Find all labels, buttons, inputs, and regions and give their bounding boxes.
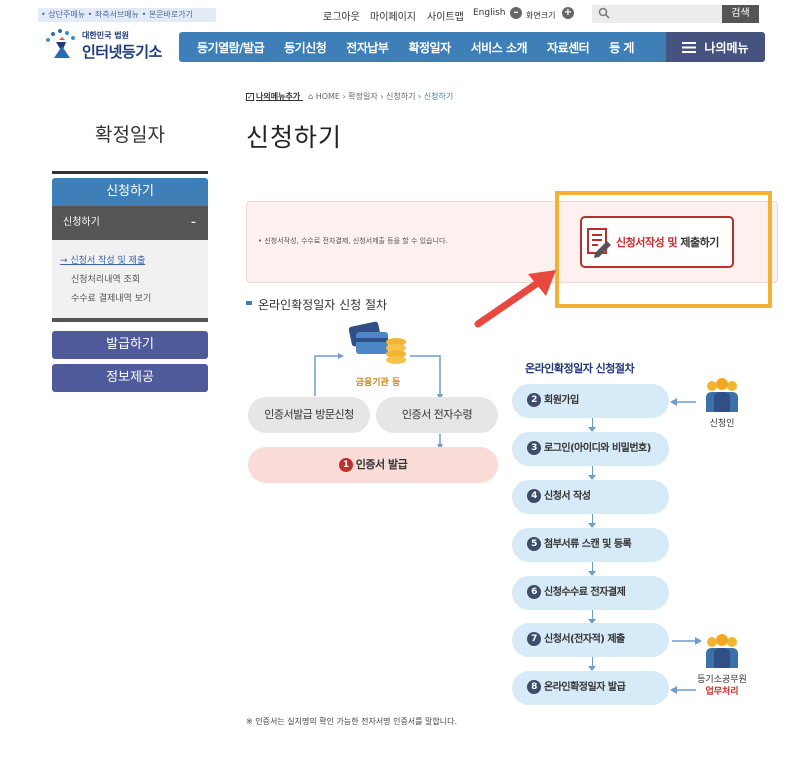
- footnote: ※ 인증서는 실지명의 확인 가능한 전자서명 인증서를 말합니다.: [246, 717, 458, 726]
- main-nav: 등기열람/발급 등기신청 전자납부 확정일자 서비스 소개 자료센터 등 게: [179, 32, 666, 62]
- step-connector: [592, 562, 593, 571]
- pointer-arrow-icon: [474, 270, 556, 328]
- step-connector: [592, 514, 593, 523]
- zoom-label: 화면크기: [526, 11, 556, 20]
- breadcrumb-level2[interactable]: 신청하기: [386, 92, 416, 101]
- breadcrumb-level1[interactable]: 확정일자: [348, 92, 378, 101]
- nav-registry-view[interactable]: 등기열람/발급: [197, 40, 265, 55]
- section-bullet: [246, 301, 252, 305]
- step-connector: [592, 418, 593, 427]
- collapse-icon[interactable]: –: [191, 217, 196, 228]
- document-pen-icon: [587, 228, 611, 258]
- section-title: 온라인확정일자 신청 절차: [258, 298, 388, 312]
- step-connector: [592, 657, 593, 666]
- breadcrumb: ✓나의메뉴추가 ⌂ HOME › 확정일자 › 신청하기 › 신청하기: [246, 92, 454, 101]
- sidebar-issue-button[interactable]: 발급하기: [52, 331, 208, 359]
- highlight-frame: [555, 191, 772, 308]
- step-connector: [592, 610, 593, 619]
- sidebar-link-history[interactable]: 신청처리내역 조회: [71, 275, 141, 285]
- mypage-link[interactable]: 마이페이지: [370, 12, 416, 23]
- nav-fixed-date[interactable]: 확정일자: [408, 40, 451, 55]
- zoom-in-icon[interactable]: +: [562, 7, 574, 19]
- nav-e-payment[interactable]: 전자납부: [346, 40, 389, 55]
- write-submit-button[interactable]: 신청서작성 및 제출하기: [580, 216, 734, 268]
- nav-service-intro[interactable]: 서비스 소개: [470, 40, 528, 55]
- home-icon: ⌂: [308, 92, 314, 101]
- sitemap-link[interactable]: 사이트맵: [427, 12, 464, 23]
- down-arrow-icon: [588, 619, 596, 624]
- breadcrumb-home[interactable]: HOME: [315, 92, 340, 101]
- sidebar-sub-apply[interactable]: 신청하기 –: [52, 206, 208, 240]
- sidebar-sublist: → 신청서 작성 및 제출 신청처리내역 조회 수수료 결제내역 보기: [52, 240, 208, 322]
- hamburger-icon: [682, 41, 697, 53]
- court-emblem-icon: [46, 29, 75, 58]
- my-menu-label: 나의메뉴: [704, 40, 749, 55]
- add-menu-link[interactable]: ✓나의메뉴추가: [246, 92, 301, 101]
- cert-flow-connectors: [314, 353, 443, 450]
- site-logo[interactable]: 대한민국 법원 인터넷등기소: [44, 28, 174, 62]
- logo-title: 인터넷등기소: [82, 43, 162, 61]
- bank-card-coins-icon: [348, 321, 406, 364]
- bank-label: 금융기관 등: [355, 378, 401, 388]
- breadcrumb-current: 신청하기: [423, 92, 454, 101]
- down-arrow-icon: [588, 666, 596, 671]
- clerk-people-icon: [706, 634, 738, 668]
- cert-electronic-receive: 인증서 전자수령: [376, 397, 498, 433]
- clerk-return-arrow-icon: [670, 686, 696, 694]
- applicant-arrow-icon: [670, 398, 696, 406]
- clerk-label: 등기소공무원: [697, 675, 747, 685]
- nav-registry-apply[interactable]: 등기신청: [284, 40, 327, 55]
- clerk-task-label: 업무처리: [705, 687, 739, 697]
- page-title: 신청하기: [246, 123, 343, 152]
- logout-link[interactable]: 로그아웃: [323, 12, 360, 23]
- english-link[interactable]: English: [473, 8, 506, 18]
- cert-visit-apply: 인증서발급 방문신청: [248, 397, 370, 433]
- down-arrow-icon: [588, 427, 596, 432]
- my-menu-button[interactable]: 나의메뉴: [666, 32, 765, 62]
- sidebar-section-apply[interactable]: 신청하기: [52, 178, 208, 206]
- sidebar-title: 확정일자: [95, 124, 165, 146]
- zoom-out-icon[interactable]: –: [510, 7, 522, 19]
- search-icon: [598, 7, 610, 22]
- clerk-arrow-icon: [672, 637, 702, 645]
- down-arrow-icon: [588, 523, 596, 528]
- nav-resource-center[interactable]: 자료센터: [547, 40, 590, 55]
- search-input[interactable]: [592, 5, 722, 23]
- skip-links[interactable]: • 상단주메뉴 • 좌측서브메뉴 • 본문바로가기: [38, 8, 216, 22]
- sidebar-link-write-submit[interactable]: → 신청서 작성 및 제출: [60, 256, 146, 266]
- sidebar-info-button[interactable]: 정보제공: [52, 364, 208, 392]
- checkbox-icon: ✓: [246, 93, 254, 101]
- sidebar-divider: [52, 171, 208, 174]
- logo-subtitle: 대한민국 법원: [82, 31, 129, 40]
- step-connector: [592, 466, 593, 475]
- apply-button-label-dark: 제출하기: [680, 236, 719, 249]
- nav-notice[interactable]: 등 게: [609, 40, 634, 55]
- apply-button-label-red: 신청서작성 및: [616, 236, 678, 249]
- sidebar-link-fee-history[interactable]: 수수료 결제내역 보기: [71, 294, 152, 304]
- info-text: • 신청서작성, 수수료 전자결제, 신청서제출 등을 할 수 있습니다.: [258, 237, 448, 245]
- applicant-label: 신청인: [709, 419, 735, 429]
- applicant-people-icon: [706, 378, 738, 412]
- down-arrow-icon: [588, 571, 596, 576]
- search-button[interactable]: 검색: [722, 5, 759, 23]
- process-title: 온라인확정일자 신청절차: [525, 362, 635, 375]
- down-arrow-icon: [588, 475, 596, 480]
